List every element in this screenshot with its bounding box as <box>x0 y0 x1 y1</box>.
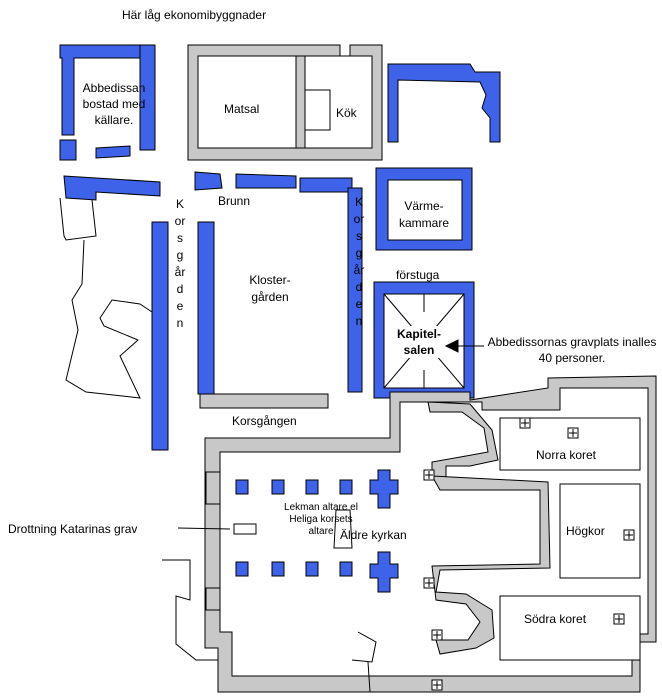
abbess-label: Abbedissan bostad med källare. <box>82 81 146 127</box>
grave-marker-icons <box>423 417 635 691</box>
queen-grave-pointer <box>177 527 231 530</box>
warming-room-walls <box>375 167 473 251</box>
kapitelsalen-label: Kapitel-salen <box>394 326 444 358</box>
kok-label: Kök <box>336 106 357 120</box>
sodra-koret-label: Södra koret <box>524 612 587 626</box>
korsgarden-right-label: Korsgården <box>353 195 365 328</box>
gravplats-arrow <box>444 339 459 353</box>
varmekammare-label: Värme-kammare <box>398 199 449 230</box>
drottning-label: Drottning Katarinas grav <box>8 522 138 536</box>
east-building-walls <box>387 63 501 143</box>
lekman-label: Lekman altare el Heliga korsets altare <box>284 502 358 537</box>
lay-altar <box>333 509 353 549</box>
west-ruins-outline <box>59 197 377 663</box>
queen-grave <box>233 523 257 535</box>
brunn-label: Brunn <box>218 194 251 208</box>
hogkor-label: Högkor <box>566 524 605 538</box>
norra-koret-label: Norra koret <box>536 448 597 462</box>
nave-pillars <box>235 469 399 593</box>
church-walls <box>204 375 657 693</box>
west-cloister-walls <box>63 175 169 451</box>
refectory-walls <box>187 44 383 161</box>
forstuga-label: förstuga <box>396 268 440 282</box>
matsal-label: Matsal <box>224 102 260 116</box>
south-axis-line <box>367 661 371 693</box>
abbess-residence-walls <box>59 44 156 161</box>
cloister-garth-walls <box>194 171 363 395</box>
aldre-kyrkan-label: Äldre kyrkan <box>340 528 407 542</box>
gravplats-label: Abbedissornas gravplats inalles 40 perso… <box>487 335 657 365</box>
economy-label: Här låg ekonomibyggnader <box>122 8 267 22</box>
klostergarden-label: Kloster-gården <box>249 273 291 304</box>
chapel-partitions <box>499 417 641 661</box>
cloister-walk-south <box>199 393 329 409</box>
korsgarden-left-label: Korsgården <box>174 197 186 330</box>
korsgangen-label: Korsgången <box>232 414 297 428</box>
